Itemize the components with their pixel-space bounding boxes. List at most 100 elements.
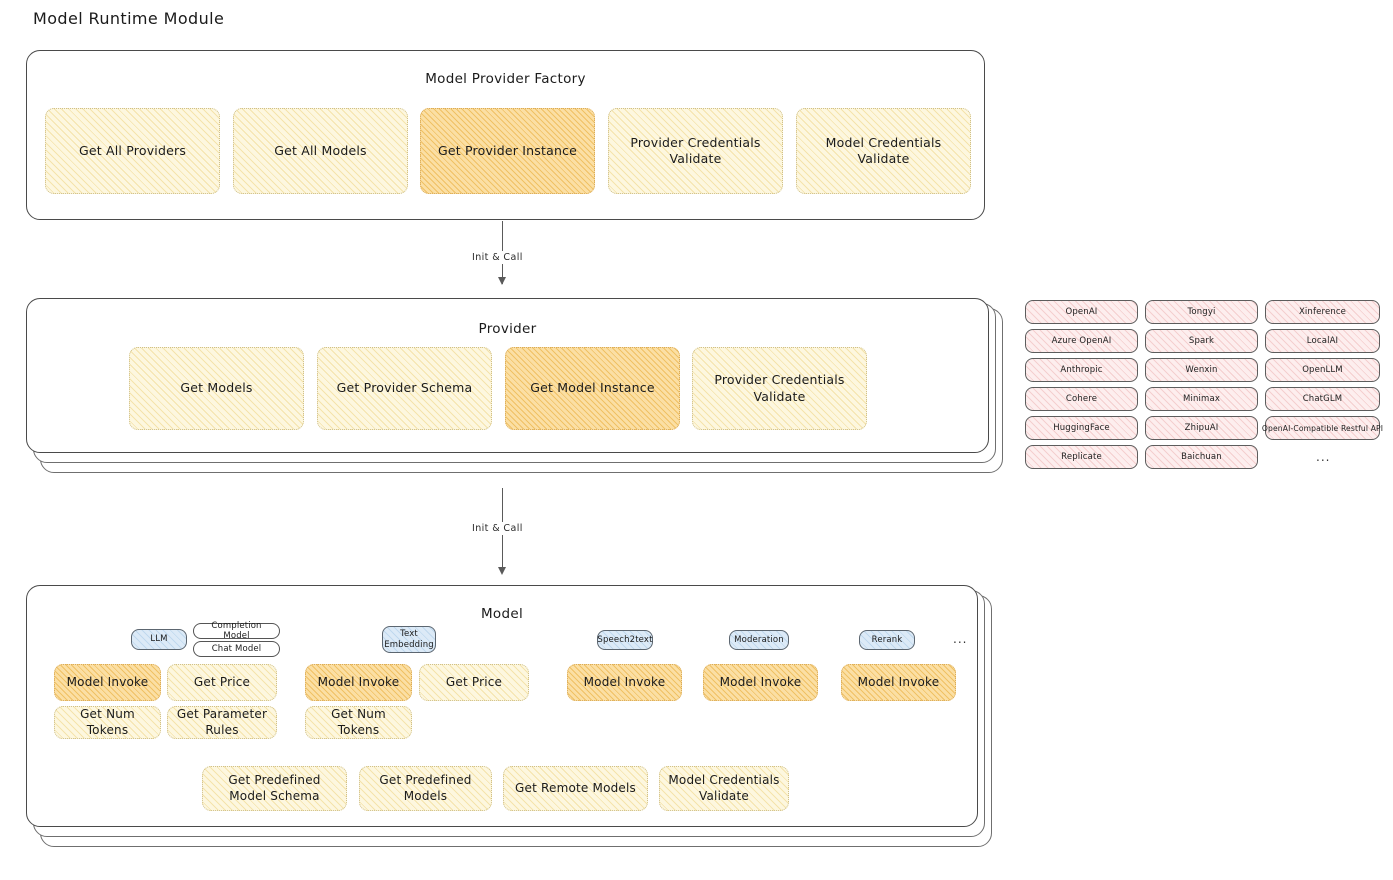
provider-title: Provider [478, 321, 537, 337]
chip-label: Provider Credentials Validate [714, 372, 845, 404]
pill-label: Azure OpenAI [1051, 336, 1112, 346]
provider-pill-tongyi[interactable]: Tongyi [1145, 300, 1258, 324]
pill-label: Tongyi [1187, 307, 1216, 317]
provider-pill-openllm[interactable]: OpenLLM [1265, 358, 1380, 382]
model-box: Model LLM Completion Model Chat Model Mo… [26, 585, 978, 827]
provider-pill-replicate[interactable]: Replicate [1025, 445, 1138, 469]
provider-list-more: ... [1316, 450, 1331, 464]
model-type-badge-speech2text[interactable]: Speech2text [597, 630, 653, 650]
chip-label: Model Invoke [583, 674, 666, 689]
provider-item-get-models[interactable]: Get Models [129, 347, 304, 430]
chip-label: Get Provider Schema [336, 380, 473, 396]
chip-label: Get Num Tokens [331, 706, 386, 737]
chip-label: Provider Credentials Validate [630, 134, 761, 167]
chip-label: Get Provider Instance [437, 142, 578, 158]
model-type-badge-text-embedding[interactable]: Text Embedding [382, 626, 436, 653]
factory-title: Model Provider Factory [425, 71, 586, 87]
provider-pill-zhipuai[interactable]: ZhipuAI [1145, 416, 1258, 440]
chip-label: Model Invoke [857, 674, 940, 689]
provider-pill-wenxin[interactable]: Wenxin [1145, 358, 1258, 382]
model-type-badge-rerank[interactable]: Rerank [859, 630, 915, 650]
model-type-badge-llm[interactable]: LLM [131, 629, 187, 650]
badge-label: Rerank [871, 634, 903, 645]
pill-label: ZhipuAI [1184, 423, 1219, 433]
factory-item-get-all-models[interactable]: Get All Models [233, 108, 408, 194]
factory-item-get-all-providers[interactable]: Get All Providers [45, 108, 220, 194]
chip-label: Get Parameter Rules [176, 706, 268, 737]
chip-label: Get All Providers [78, 142, 187, 158]
chip-label: Get All Models [274, 142, 367, 158]
chip-label: Get Price [193, 674, 251, 689]
arrow-1-label: Init & Call [468, 251, 527, 264]
speech2text-method-model-invoke[interactable]: Model Invoke [567, 664, 682, 701]
provider-pill-openai[interactable]: OpenAI [1025, 300, 1138, 324]
shared-method-model-credentials-validate[interactable]: Model Credentials Validate [659, 766, 789, 811]
arrow-1-head [498, 277, 506, 285]
model-provider-factory-box: Model Provider Factory Get All Providers… [26, 50, 985, 220]
moderation-method-model-invoke[interactable]: Model Invoke [703, 664, 818, 701]
provider-item-provider-credentials-validate[interactable]: Provider Credentials Validate [692, 347, 867, 430]
pill-label: OpenAI [1065, 307, 1098, 317]
pill-label: Baichuan [1181, 452, 1222, 462]
badge-label: LLM [150, 634, 168, 645]
provider-list: OpenAI Azure OpenAI Anthropic Cohere Hug… [1025, 300, 1384, 475]
provider-pill-localai[interactable]: LocalAI [1265, 329, 1380, 353]
chip-label: Model Invoke [317, 674, 400, 689]
chip-label: Model Credentials Validate [668, 772, 780, 803]
provider-pill-azure-openai[interactable]: Azure OpenAI [1025, 329, 1138, 353]
chip-label: Get Predefined Model Schema [228, 772, 321, 803]
pill-label: HuggingFace [1053, 423, 1110, 433]
text-embedding-method-get-price[interactable]: Get Price [419, 664, 529, 701]
factory-item-model-credentials-validate[interactable]: Model Credentials Validate [796, 108, 971, 194]
badge-label: Speech2text [597, 634, 653, 645]
badge-label: Text Embedding [384, 629, 434, 650]
provider-pill-minimax[interactable]: Minimax [1145, 387, 1258, 411]
provider-pill-spark[interactable]: Spark [1145, 329, 1258, 353]
model-subtype-badge-chat-model[interactable]: Chat Model [193, 641, 280, 657]
provider-pill-baichuan[interactable]: Baichuan [1145, 445, 1258, 469]
chip-label: Get Models [180, 380, 253, 396]
arrow-2-head [498, 567, 506, 575]
provider-pill-xinference[interactable]: Xinference [1265, 300, 1380, 324]
provider-pill-openai-compatible-restful-api[interactable]: OpenAI-Compatible Restful API [1261, 416, 1384, 440]
llm-method-get-price[interactable]: Get Price [167, 664, 277, 701]
pill-label: ChatGLM [1302, 394, 1343, 404]
chip-label: Get Remote Models [515, 780, 636, 795]
model-subtype-badge-completion-model[interactable]: Completion Model [193, 621, 280, 641]
pill-label: LocalAI [1306, 336, 1339, 346]
badge-label: Chat Model [211, 643, 262, 654]
provider-pill-cohere[interactable]: Cohere [1025, 387, 1138, 411]
chip-label: Get Price [445, 674, 503, 689]
chip-label: Model Invoke [66, 674, 149, 689]
pill-label: OpenLLM [1302, 365, 1343, 375]
shared-method-get-predefined-models[interactable]: Get Predefined Models [359, 766, 492, 811]
factory-item-get-provider-instance[interactable]: Get Provider Instance [420, 108, 595, 194]
provider-pill-huggingface[interactable]: HuggingFace [1025, 416, 1138, 440]
llm-method-model-invoke[interactable]: Model Invoke [54, 664, 161, 701]
provider-pill-chatglm[interactable]: ChatGLM [1265, 387, 1380, 411]
provider-pill-anthropic[interactable]: Anthropic [1025, 358, 1138, 382]
pill-label: Wenxin [1185, 365, 1218, 375]
shared-method-get-predefined-model-schema[interactable]: Get Predefined Model Schema [202, 766, 347, 811]
rerank-method-model-invoke[interactable]: Model Invoke [841, 664, 956, 701]
provider-item-get-provider-schema[interactable]: Get Provider Schema [317, 347, 492, 430]
text-embedding-method-get-num-tokens[interactable]: Get Num Tokens [305, 706, 412, 739]
pill-label: OpenAI-Compatible Restful API [1261, 423, 1384, 433]
chip-label: Get Predefined Models [379, 772, 472, 803]
llm-method-get-num-tokens[interactable]: Get Num Tokens [54, 706, 161, 739]
text-embedding-method-model-invoke[interactable]: Model Invoke [305, 664, 412, 701]
badge-label: Moderation [734, 634, 784, 645]
model-type-badge-moderation[interactable]: Moderation [729, 630, 789, 650]
provider-item-get-model-instance[interactable]: Get Model Instance [505, 347, 680, 430]
arrow-2-label: Init & Call [468, 522, 527, 535]
provider-box: Provider Get Models Get Provider Schema … [26, 298, 989, 453]
factory-item-provider-credentials-validate[interactable]: Provider Credentials Validate [608, 108, 783, 194]
pill-label: Anthropic [1060, 365, 1103, 375]
shared-method-get-remote-models[interactable]: Get Remote Models [503, 766, 648, 811]
pill-label: Xinference [1298, 307, 1347, 317]
llm-method-get-parameter-rules[interactable]: Get Parameter Rules [167, 706, 277, 739]
pill-label: Minimax [1182, 394, 1220, 404]
chip-label: Get Model Instance [530, 380, 655, 396]
chip-label: Model Credentials Validate [825, 134, 942, 167]
model-types-more: ... [953, 632, 968, 646]
